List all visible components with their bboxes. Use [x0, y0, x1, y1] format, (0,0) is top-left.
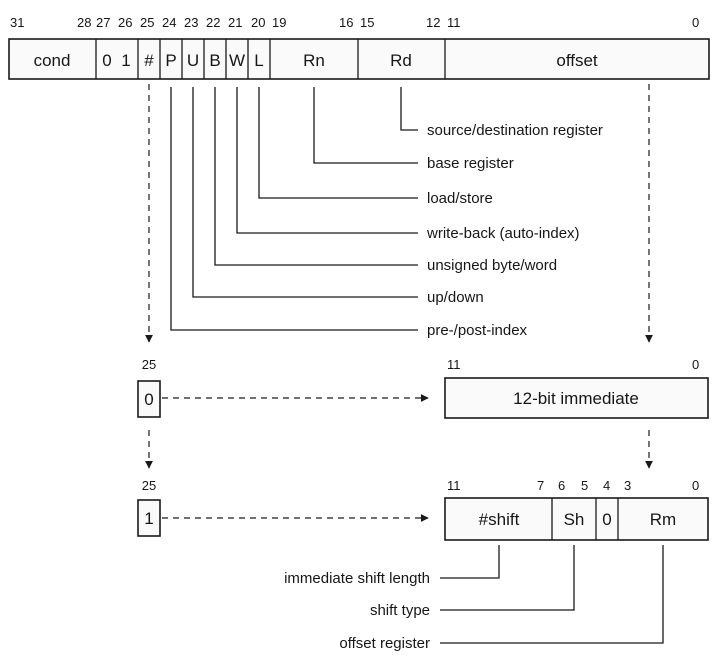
field-offset: offset [556, 51, 598, 70]
bit-number-25: 25 [140, 15, 154, 30]
register-bit-6: 6 [558, 478, 565, 493]
callout-line-w [236, 87, 418, 234]
bit-number-24: 24 [162, 15, 176, 30]
callout-up-down: up/down [427, 289, 484, 306]
field-u: U [187, 51, 199, 70]
register-field-box [444, 497, 709, 541]
bit-number-12: 12 [426, 15, 440, 30]
immediate-field-box [444, 377, 709, 419]
bit-number-20: 20 [251, 15, 265, 30]
register-bit-25: 25 [142, 478, 156, 493]
immediate-bit-11: 11 [447, 357, 461, 372]
bit-number-11: 11 [447, 15, 461, 30]
register-bit-4: 4 [603, 478, 610, 493]
register-bit-5: 5 [581, 478, 588, 493]
bit-number-31: 31 [10, 15, 24, 30]
callout-line-rm [440, 545, 664, 644]
callout-shift-type: shift type [370, 602, 430, 619]
field-shift: #shift [479, 510, 520, 529]
immediate-hash-box [137, 380, 161, 418]
field-bit26: 1 [121, 51, 130, 70]
callout-line-rd [400, 87, 418, 131]
callout-lines [170, 87, 418, 331]
callout-line-l [258, 87, 418, 199]
callout-write-back: write-back (auto-index) [426, 225, 580, 242]
field-hash: # [144, 51, 154, 70]
bit-number-23: 23 [184, 15, 198, 30]
callout-pre-post-index: pre-/post-index [427, 322, 528, 339]
register-bit-0: 0 [692, 478, 699, 493]
main-bit-numbers: 31 28 27 26 25 24 23 22 21 20 19 16 15 1… [10, 15, 699, 30]
bit-number-26: 26 [118, 15, 132, 30]
register-form: 25 1 11 7 6 5 4 3 0 #shift Sh 0 Rm immed… [137, 478, 709, 652]
callout-line-rn [313, 87, 418, 164]
bit-number-22: 22 [206, 15, 220, 30]
callout-line-p [170, 87, 418, 331]
field-12-bit-immediate: 12-bit immediate [513, 389, 639, 408]
field-w: W [229, 51, 245, 70]
callout-line-sh [440, 545, 575, 611]
immediate-hash-value: 0 [144, 390, 153, 409]
field-rd: Rd [390, 51, 412, 70]
register-hash-box [137, 499, 161, 537]
field-rm: Rm [650, 510, 676, 529]
field-sh: Sh [564, 510, 585, 529]
instruction-word-box [8, 38, 710, 80]
field-bit27: 0 [102, 51, 111, 70]
callout-line-shift [440, 545, 500, 579]
register-bit-3: 3 [624, 478, 631, 493]
dashed-arrows [145, 84, 653, 522]
bit-number-19: 19 [272, 15, 286, 30]
field-b: B [209, 51, 220, 70]
callout-line-b [214, 87, 418, 266]
callout-unsigned-byte-word: unsigned byte/word [427, 257, 557, 274]
field-rn: Rn [303, 51, 325, 70]
register-hash-value: 1 [144, 509, 153, 528]
field-cond: cond [34, 51, 71, 70]
immediate-form: 25 0 11 0 12-bit immediate [137, 357, 709, 419]
callout-offset-register: offset register [339, 635, 430, 652]
field-p: P [165, 51, 176, 70]
bit-number-21: 21 [228, 15, 242, 30]
bit-number-27: 27 [96, 15, 110, 30]
bit-number-16: 16 [339, 15, 353, 30]
immediate-bit-25: 25 [142, 357, 156, 372]
callout-immediate-shift-length: immediate shift length [284, 570, 430, 587]
field-zero: 0 [602, 510, 611, 529]
callout-load-store: load/store [427, 190, 493, 207]
instruction-word: cond 0 1 # P U B W L Rn Rd offset [8, 38, 710, 80]
bit-number-15: 15 [360, 15, 374, 30]
callout-source-destination-register: source/destination register [427, 122, 603, 139]
immediate-bit-0: 0 [692, 357, 699, 372]
field-l: L [254, 51, 263, 70]
bit-number-28: 28 [77, 15, 91, 30]
register-bit-7: 7 [537, 478, 544, 493]
bit-number-0: 0 [692, 15, 699, 30]
register-bit-11: 11 [447, 478, 461, 493]
callout-labels: source/destination register base registe… [426, 122, 603, 339]
callout-base-register: base register [427, 155, 514, 172]
callout-line-u [192, 87, 418, 298]
